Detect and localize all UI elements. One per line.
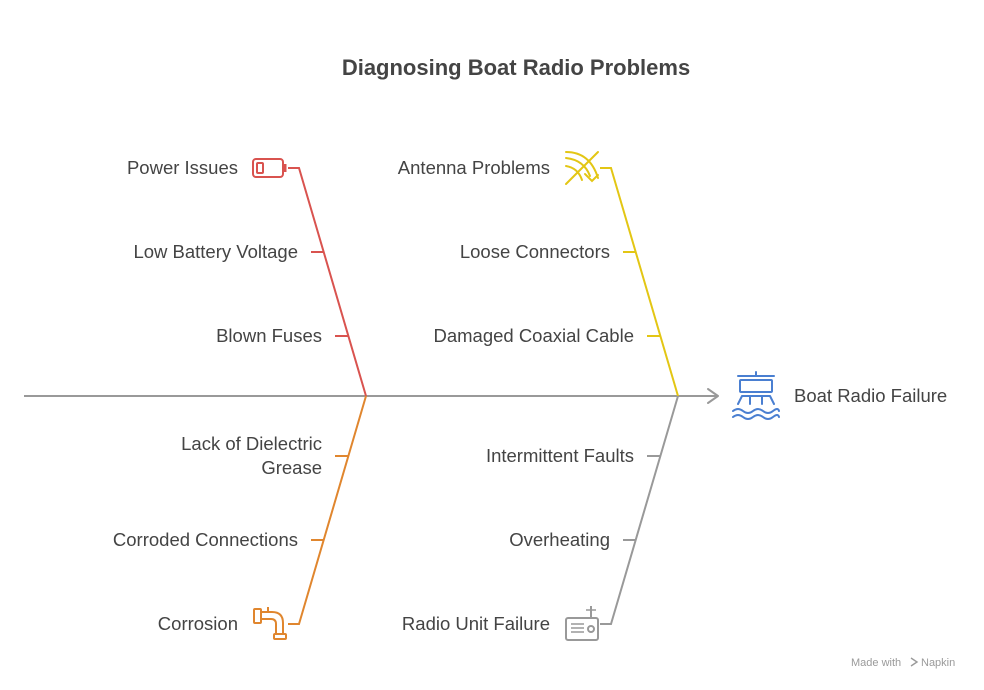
watermark-prefix: Made with bbox=[851, 657, 901, 669]
pipe-icon bbox=[253, 607, 287, 640]
cause-corroded-connections: Corroded Connections bbox=[113, 529, 298, 550]
cause-intermittent-faults: Intermittent Faults bbox=[486, 445, 634, 466]
category-antenna: Antenna Problems Loose Connectors Damage… bbox=[398, 151, 679, 397]
bone-antenna bbox=[600, 167, 679, 397]
cause-overheating: Overheating bbox=[509, 529, 610, 550]
bone-radio bbox=[600, 395, 679, 625]
category-label-corrosion: Corrosion bbox=[158, 613, 238, 634]
napkin-logo-icon bbox=[910, 657, 919, 667]
bone-corrosion bbox=[288, 395, 367, 625]
category-label-power: Power Issues bbox=[127, 157, 238, 178]
category-power: Power Issues Low Battery Voltage Blown F… bbox=[127, 157, 367, 397]
antenna-icon bbox=[565, 151, 599, 185]
watermark: Made with Napkin bbox=[851, 657, 955, 669]
cause-loose-connectors: Loose Connectors bbox=[460, 241, 610, 262]
effect-node: Boat Radio Failure bbox=[732, 371, 947, 420]
category-label-antenna: Antenna Problems bbox=[398, 157, 550, 178]
category-radio: Radio Unit Failure Intermittent Faults O… bbox=[402, 395, 679, 641]
cause-damaged-coaxial-cable: Damaged Coaxial Cable bbox=[433, 325, 634, 346]
cause-low-battery-voltage: Low Battery Voltage bbox=[133, 241, 298, 262]
category-corrosion: Corrosion Lack of Dielectric Grease Corr… bbox=[113, 395, 367, 640]
battery-icon bbox=[252, 158, 287, 178]
category-label-radio: Radio Unit Failure bbox=[402, 613, 550, 634]
page-title: Diagnosing Boat Radio Problems bbox=[342, 55, 690, 80]
bone-power bbox=[288, 167, 367, 397]
cause-lack-of-dielectric-grease-line2: Grease bbox=[261, 457, 322, 478]
effect-label: Boat Radio Failure bbox=[794, 385, 947, 406]
boat-icon bbox=[732, 371, 780, 420]
cause-lack-of-dielectric-grease-line1: Lack of Dielectric bbox=[181, 433, 322, 454]
cause-blown-fuses: Blown Fuses bbox=[216, 325, 322, 346]
spine-arrowhead bbox=[707, 388, 719, 404]
radio-icon bbox=[565, 606, 599, 641]
watermark-brand: Napkin bbox=[921, 657, 955, 669]
